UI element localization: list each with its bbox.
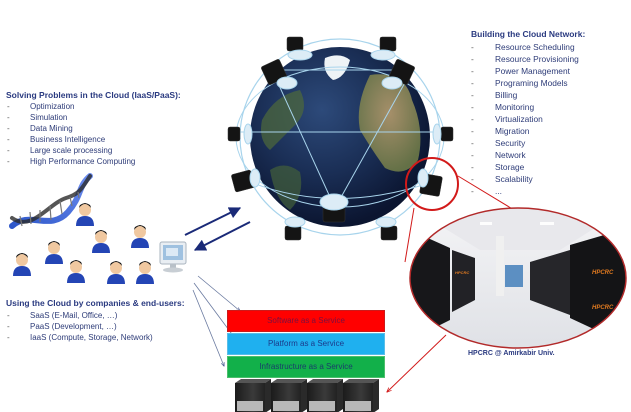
arrow-to-iaas: [192, 289, 224, 366]
computer-monitor-icon: [159, 241, 187, 273]
list-item: -Programing Models: [471, 78, 568, 88]
server-node-icon: [379, 36, 397, 52]
pillar: [496, 236, 504, 296]
using-cloud-list: -SaaS (E-Mail, Office, …) -PaaS (Develop…: [7, 310, 207, 343]
datacenter-oval-frame: [409, 207, 627, 349]
datacenter-to-servers-arrow: [387, 334, 447, 392]
list-item: -PaaS (Development, …): [7, 322, 117, 331]
list-item: -...: [471, 186, 502, 196]
list-item: -Network: [471, 150, 526, 160]
user-icon: [92, 230, 110, 253]
using-cloud-heading: Using the Cloud by companies & end-users…: [6, 298, 185, 308]
highlight-circle: [405, 157, 459, 211]
rack-logo: HPCRC: [592, 270, 614, 276]
server-node-icon: [286, 36, 304, 52]
server-node-icon: [284, 225, 302, 241]
arrow-from-cloud: [193, 221, 251, 251]
building-cloud-list: -Resource Scheduling -Resource Provision…: [471, 41, 631, 197]
server-node-icon: [227, 126, 241, 142]
list-item: -Simulation: [7, 113, 68, 122]
list-item: -Monitoring: [471, 102, 535, 112]
solving-problems-list: -Optimization -Simulation -Data Mining -…: [7, 101, 207, 167]
list-item: -Optimization: [7, 102, 75, 111]
list-item: -Storage: [471, 162, 525, 172]
saas-layer: Software as a Service: [227, 310, 385, 332]
list-item: -High Performance Computing: [7, 157, 136, 166]
iaas-layer: Infrastructure as a Service: [227, 356, 385, 378]
datacenter-caption: HPCRC @ Amirkabir Univ.: [468, 350, 555, 357]
server-tower-icon: [343, 379, 379, 412]
africa-landmass: [358, 74, 421, 172]
list-item: -Billing: [471, 90, 518, 100]
list-item: -IaaS (Compute, Storage, Network): [7, 333, 153, 342]
user-icon: [136, 261, 154, 284]
list-item: -Resource Provisioning: [471, 54, 579, 64]
user-icon: [13, 253, 31, 276]
arrow-to-saas: [197, 275, 240, 311]
americas-landmass: [261, 90, 304, 150]
rack-logo: HPCRC: [592, 305, 614, 311]
user-icon: [76, 203, 94, 226]
list-item: -Scalability: [471, 174, 533, 184]
list-item: -Resource Scheduling: [471, 42, 575, 52]
solving-problems-heading: Solving Problems in the Cloud (IaaS/PaaS…: [6, 90, 181, 100]
rack-logo: HPCRC: [455, 270, 470, 275]
user-icon: [131, 225, 149, 248]
list-item: -Migration: [471, 126, 530, 136]
blue-door: [505, 265, 523, 287]
node-collars: [243, 49, 442, 228]
server-towers: [235, 379, 379, 412]
south-america-landmass: [270, 165, 302, 210]
server-tower-icon: [307, 379, 343, 412]
rack-row-left-back: [452, 250, 475, 312]
list-item: -Virtualization: [471, 114, 543, 124]
network-link: [271, 69, 413, 210]
server-node-icon: [440, 126, 454, 142]
server-node-icon: [380, 225, 398, 241]
server-nodes: [227, 36, 454, 241]
user-icon: [107, 261, 125, 284]
list-item: -SaaS (E-Mail, Office, …): [7, 311, 118, 320]
zoom-line: [404, 207, 415, 263]
server-tower-icon: [235, 379, 271, 412]
arrow-to-cloud: [184, 207, 242, 236]
dna-helix-illustration: [9, 173, 93, 229]
datacenter-image: [409, 207, 627, 349]
list-item: -Business Intelligence: [7, 135, 106, 144]
paas-layer: Platform as a Service: [227, 333, 385, 355]
building-cloud-heading: Building the Cloud Network:: [471, 29, 586, 39]
user-icon: [67, 260, 85, 283]
rack-row-right-back: [530, 250, 570, 315]
list-item: -Large scale processing: [7, 146, 113, 155]
user-icon: [45, 241, 63, 264]
list-item: -Security: [471, 138, 526, 148]
list-item: -Power Management: [471, 66, 570, 76]
list-item: -Data Mining: [7, 124, 73, 133]
greenland-ice: [324, 55, 350, 80]
users-group: [13, 203, 154, 284]
server-tower-icon: [271, 379, 307, 412]
globe-illustration: [227, 36, 454, 241]
